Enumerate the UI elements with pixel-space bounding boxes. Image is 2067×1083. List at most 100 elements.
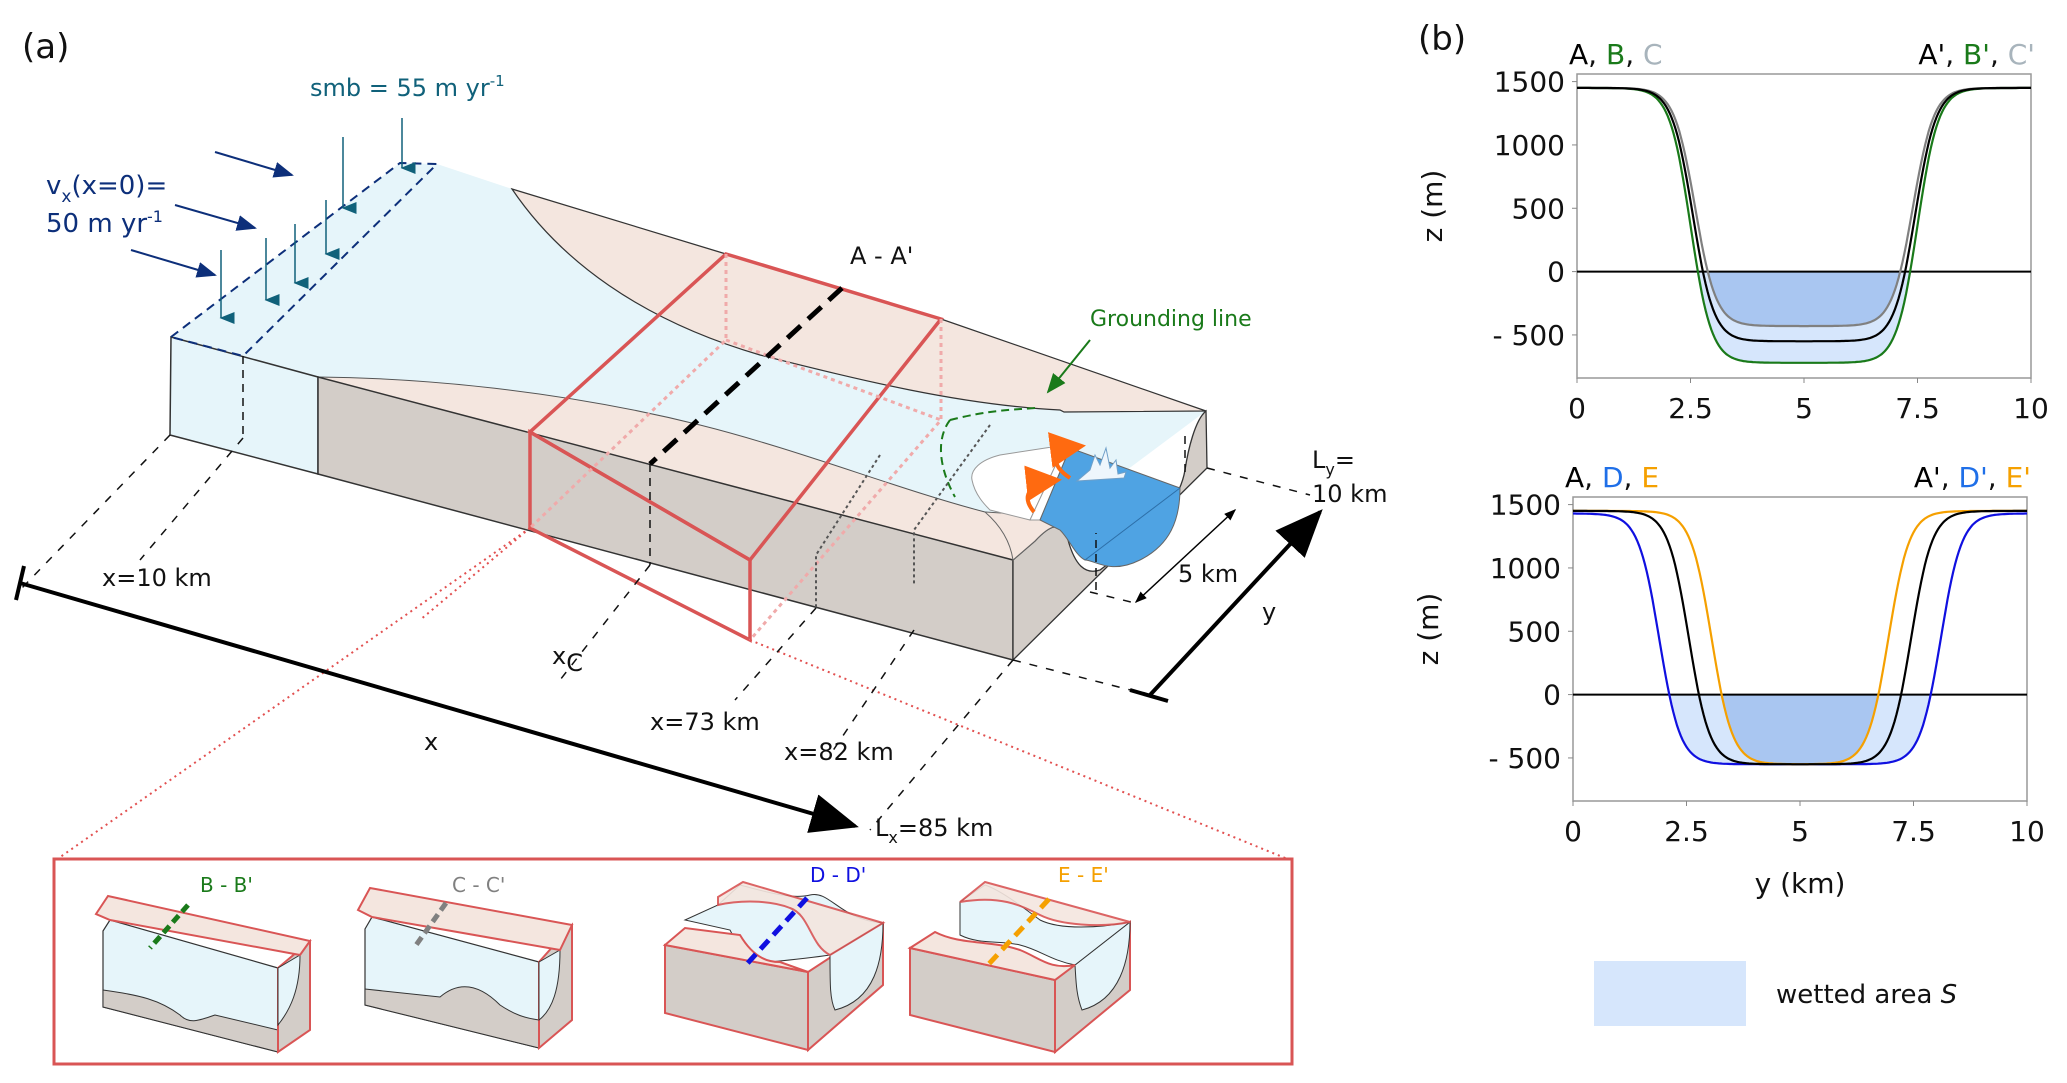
legend-swatch	[1594, 961, 1746, 1026]
header-separator: ,	[1988, 461, 2006, 494]
header-letter: A	[1565, 461, 1584, 494]
x-tick-label: 7.5	[1891, 815, 1936, 848]
header-letter: A'	[1918, 38, 1945, 71]
grounding-line-pointer-icon	[1046, 339, 1091, 394]
y-tick-label: 500	[1508, 615, 1561, 648]
y-tick-label: 0	[1547, 256, 1565, 289]
x-tick-label: 0	[1564, 815, 1582, 848]
x-axis-label: y (km)	[1755, 867, 1846, 900]
inset-section-c: C - C'	[356, 873, 574, 1051]
legend-label: wetted area S	[1776, 980, 1957, 1010]
header-left: A, D, E	[1565, 461, 1659, 494]
header-separator: ,	[1945, 38, 1963, 71]
header-letter: E'	[2006, 461, 2031, 494]
xc-projection	[559, 564, 651, 681]
inflow-arrow	[130, 249, 217, 278]
ocean-edge	[1084, 487, 1181, 561]
section-a-label: A - A'	[850, 242, 913, 270]
header-separator: ,	[1941, 461, 1959, 494]
y-axis-label: z (m)	[1416, 170, 1449, 243]
header-letter: E	[1641, 461, 1659, 494]
x-tick-label: 5	[1795, 392, 1813, 425]
x82-projection	[829, 629, 915, 756]
header-separator: ,	[1588, 38, 1606, 71]
x10-projection	[139, 437, 244, 561]
wetted-area-dark	[1573, 694, 2027, 765]
x-axis-label: x	[424, 728, 438, 756]
ice-surface-top	[171, 163, 1206, 560]
inset-section-d: D - D'	[662, 863, 886, 1053]
x73-label: x=73 km	[650, 708, 760, 736]
grounding-line	[939, 407, 1036, 498]
header-separator: ,	[1624, 461, 1642, 494]
x-axis-arrow	[19, 581, 859, 833]
y-axis-label: z (m)	[1412, 593, 1445, 666]
ice-shelf	[971, 444, 1066, 521]
header-letter: A'	[1914, 461, 1941, 494]
width-5km-label: 5 km	[1178, 560, 1238, 588]
y-tick-label: 1500	[1490, 489, 1561, 522]
header-separator: ,	[1625, 38, 1643, 71]
y-tick-label: - 500	[1493, 319, 1565, 352]
ly-label-line1: Ly=	[1312, 446, 1355, 479]
x-tick-label: 2.5	[1664, 815, 1709, 848]
circulation-arrow-1	[1024, 465, 1062, 514]
x-tick-label: 2.5	[1668, 392, 1713, 425]
vx-label-line1: vx(x=0)=	[46, 171, 167, 207]
header-letter: B'	[1963, 38, 1990, 71]
y-tick-label: 1000	[1494, 129, 1565, 162]
x10-label: x=10 km	[102, 564, 212, 592]
x-tick-label: 0	[1568, 392, 1586, 425]
y-tick-label: 500	[1512, 192, 1565, 225]
section-line-a	[648, 286, 844, 466]
y-axis-arrow	[1148, 509, 1323, 697]
series-line-a-a	[1573, 509, 2027, 766]
width-5km-arrow	[1134, 508, 1237, 604]
x-tick-label: 7.5	[1895, 392, 1940, 425]
section-c-label: C - C'	[452, 873, 505, 897]
center-width-projection	[1089, 591, 1136, 604]
section-b-label: B - B'	[200, 873, 253, 897]
header-letter: C	[1643, 38, 1663, 71]
front-width-projection	[1012, 659, 1151, 696]
y-tick-label: - 500	[1489, 742, 1561, 775]
lx-label: Lx=85 km	[875, 814, 993, 847]
y-axis-tick	[1129, 688, 1169, 703]
panel-b: (b) 1500 1000 500 0 - 500 0 2.5 5 7.5 10 z (m) A, B…	[1412, 19, 2049, 1026]
header-separator: ,	[1990, 38, 2008, 71]
x82-label: x=82 km	[784, 738, 894, 766]
series-line-b-b	[1577, 86, 2031, 364]
header-letter: D'	[1959, 461, 1988, 494]
header-right: A', B', C'	[1918, 38, 2035, 71]
header-separator: ,	[1584, 461, 1602, 494]
wetted-area-dark	[1577, 271, 2031, 327]
header-right: A', D', E'	[1914, 461, 2031, 494]
xc-label: xC	[552, 642, 583, 677]
y-tick-label: 1000	[1490, 552, 1561, 585]
header-letter: D	[1602, 461, 1624, 494]
x73-projection	[734, 607, 817, 701]
header-letter: B	[1606, 38, 1625, 71]
y-axis-label: y	[1262, 598, 1276, 626]
y-tick-label: 0	[1543, 679, 1561, 712]
panel-b-label: (b)	[1418, 19, 1466, 59]
iceberg-icon	[1075, 446, 1127, 482]
panel-a-label: (a)	[22, 27, 69, 67]
ly-label-line2: 10 km	[1312, 480, 1387, 508]
inset-section-e: E - E'	[907, 863, 1131, 1055]
y-tick-label: 1500	[1494, 66, 1565, 99]
inset-section-b: B - B'	[94, 873, 312, 1054]
header-left: A, B, C	[1569, 38, 1663, 71]
smb-label: smb = 55 m yr-1	[310, 72, 505, 102]
header-letter: C'	[2008, 38, 2035, 71]
lx-projection	[869, 659, 1014, 831]
header-letter: A	[1569, 38, 1588, 71]
x-tick-label: 10	[2013, 392, 2049, 425]
panel-a: (a) Grounding line	[14, 27, 1387, 1066]
selection-box	[55, 252, 1291, 861]
section-d-label: D - D'	[810, 863, 866, 887]
series-line-c-c	[1577, 86, 2031, 328]
